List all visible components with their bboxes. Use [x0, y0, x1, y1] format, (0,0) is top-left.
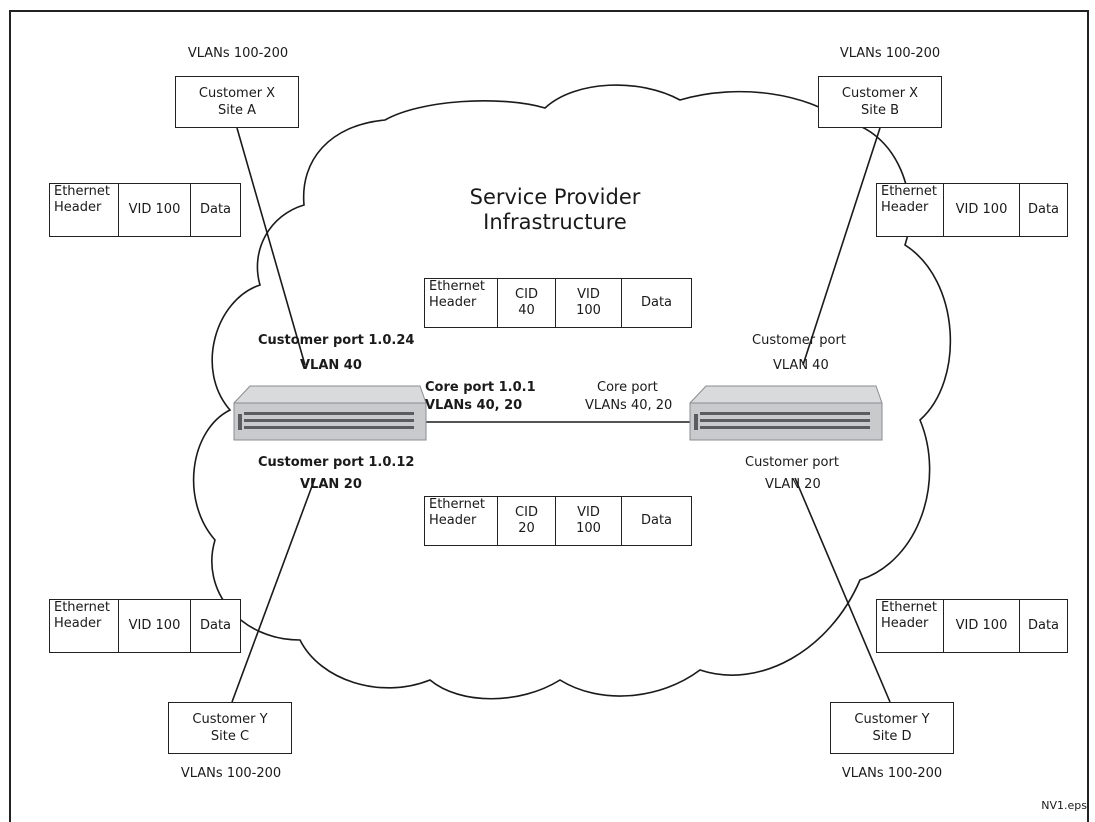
ethernet-label: Ethernet [54, 184, 110, 199]
site-c-vlans: VLANs 100-200 [180, 766, 282, 781]
header-label: Header [54, 616, 102, 631]
site-d-vlans: VLANs 100-200 [841, 766, 943, 781]
vid-cell: VID 100 [555, 497, 621, 545]
cloud-title: Service Provider Infrastructure [420, 185, 690, 235]
header-label: Header [881, 616, 929, 631]
site-a-name: Site A [218, 103, 256, 118]
vid-value: 100 [576, 303, 601, 318]
ethernet-label: Ethernet [881, 600, 937, 615]
site-b-vlans: VLANs 100-200 [839, 46, 941, 61]
right-core-vlans-label: VLANs 40, 20 [585, 398, 673, 413]
vid-cell: VID 100 [118, 600, 190, 652]
site-a-customer: Customer X [198, 86, 276, 101]
vid-cell: VID 100 [943, 184, 1019, 236]
vid-label: VID [577, 287, 600, 302]
ethernet-label: Ethernet [54, 600, 110, 615]
data-cell: Data [621, 279, 691, 327]
right-core-port-label: Core port [597, 380, 658, 395]
customer-frame-bottom-right: Ethernet Header VID 100 Data [876, 599, 1068, 653]
cid-cell: CID 40 [497, 279, 555, 327]
ethernet-header-cell: Ethernet Header [877, 600, 943, 652]
customer-frame-bottom-left: Ethernet Header VID 100 Data [49, 599, 241, 653]
cid-value: 40 [518, 303, 535, 318]
link-site-a [236, 127, 306, 366]
site-d-box: Customer Y Site D [830, 702, 954, 754]
site-c-box: Customer Y Site C [168, 702, 292, 754]
customer-frame-top-left: Ethernet Header VID 100 Data [49, 183, 241, 237]
site-c-customer: Customer Y [192, 712, 268, 727]
right-lower-vlan-label: VLAN 20 [765, 477, 821, 492]
ethernet-label: Ethernet [429, 279, 485, 294]
vid-cell: VID 100 [555, 279, 621, 327]
link-site-c [231, 477, 316, 703]
site-c-name: Site C [210, 729, 250, 744]
figure-filename: NV1.eps [1041, 799, 1087, 812]
site-d-customer: Customer Y [854, 712, 930, 727]
header-label: Header [429, 513, 477, 528]
ethernet-header-cell: Ethernet Header [877, 184, 943, 236]
vid-label: VID [577, 505, 600, 520]
customer-frame-top-right: Ethernet Header VID 100 Data [876, 183, 1068, 237]
link-site-d [794, 477, 891, 703]
cid-label: CID [515, 287, 538, 302]
provider-frame-vlan-20: Ethernet Header CID 20 VID 100 Data [424, 496, 692, 546]
cid-label: CID [515, 505, 538, 520]
header-label: Header [429, 295, 477, 310]
right-upper-port-label: Customer port [752, 333, 846, 348]
left-core-vlans-label: VLANs 40, 20 [425, 398, 523, 413]
ethernet-label: Ethernet [881, 184, 937, 199]
right-upper-vlan-label: VLAN 40 [773, 358, 829, 373]
ethernet-header-cell: Ethernet Header [50, 184, 118, 236]
data-cell: Data [1019, 184, 1067, 236]
left-lower-vlan-label: VLAN 20 [300, 477, 362, 492]
site-b-customer: Customer X [841, 86, 919, 101]
ethernet-label: Ethernet [429, 497, 485, 512]
site-d-name: Site D [872, 729, 912, 744]
header-label: Header [54, 200, 102, 215]
left-upper-port-label: Customer port 1.0.24 [258, 333, 415, 348]
site-b-box: Customer X Site B [818, 76, 942, 128]
left-core-port-label: Core port 1.0.1 [425, 380, 536, 395]
left-upper-vlan-label: VLAN 40 [300, 358, 362, 373]
cloud-shape [192, 84, 952, 700]
left-lower-port-label: Customer port 1.0.12 [258, 455, 415, 470]
ethernet-header-cell: Ethernet Header [425, 497, 497, 545]
data-cell: Data [1019, 600, 1067, 652]
data-cell: Data [190, 600, 240, 652]
figure-frame [9, 10, 1089, 822]
header-label: Header [881, 200, 929, 215]
site-a-box: Customer X Site A [175, 76, 299, 128]
cid-cell: CID 20 [497, 497, 555, 545]
data-cell: Data [190, 184, 240, 236]
vid-cell: VID 100 [118, 184, 190, 236]
ethernet-header-cell: Ethernet Header [425, 279, 497, 327]
provider-frame-vlan-40: Ethernet Header CID 40 VID 100 Data [424, 278, 692, 328]
cloud-title-line1: Service Provider [469, 185, 641, 209]
vid-value: 100 [576, 521, 601, 536]
site-a-vlans: VLANs 100-200 [187, 46, 289, 61]
vid-cell: VID 100 [943, 600, 1019, 652]
right-switch [689, 385, 883, 441]
data-cell: Data [621, 497, 691, 545]
cloud-title-line2: Infrastructure [483, 210, 627, 234]
cid-value: 20 [518, 521, 535, 536]
left-switch [233, 385, 427, 441]
link-site-b [802, 127, 881, 366]
ethernet-header-cell: Ethernet Header [50, 600, 118, 652]
right-lower-port-label: Customer port [745, 455, 839, 470]
site-b-name: Site B [860, 103, 899, 118]
